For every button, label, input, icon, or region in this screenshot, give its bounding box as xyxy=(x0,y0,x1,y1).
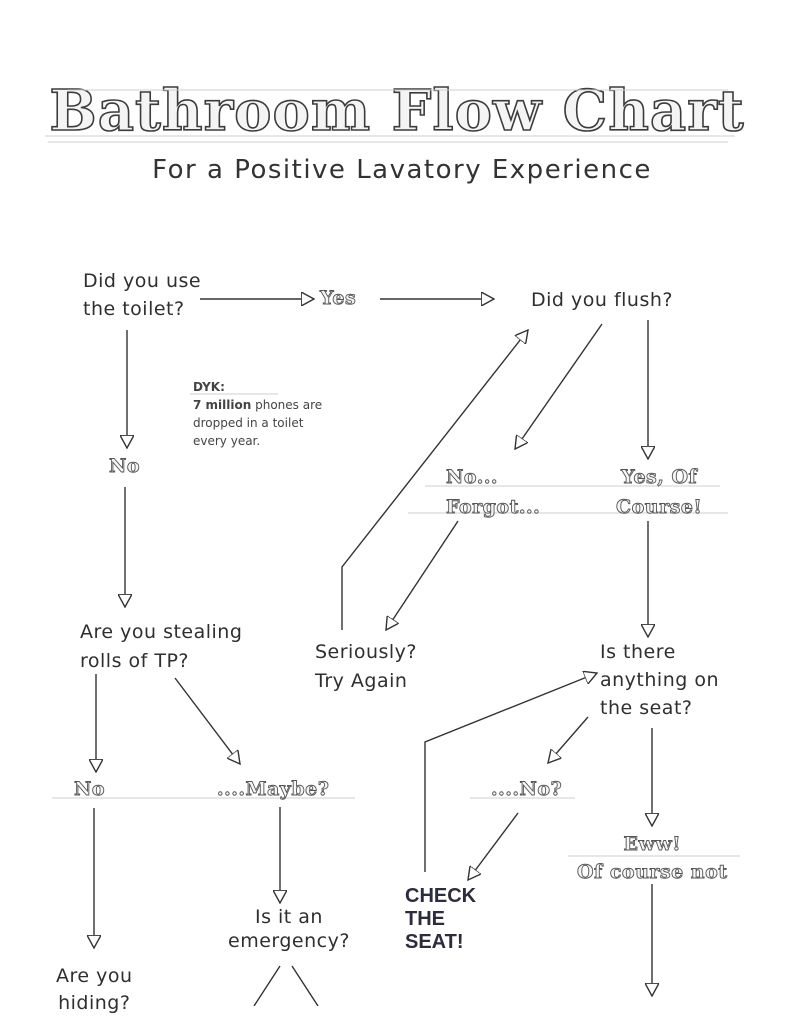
fact-highlight: 7 million xyxy=(193,398,252,412)
answer-no-1: No xyxy=(109,455,141,478)
arrow-to-maybe xyxy=(174,677,240,764)
arrow-to-check xyxy=(468,812,519,880)
arrow-to-no-q xyxy=(548,716,589,763)
arrow-check-to-seat xyxy=(424,673,597,872)
seriously-try-again: Seriously? Try Again xyxy=(315,641,418,692)
guide-lines xyxy=(45,89,740,857)
question-seat: Is there anything on the seat? xyxy=(600,641,720,719)
question-flush: Did you flush? xyxy=(531,289,673,311)
arrow-to-seriously xyxy=(386,520,459,630)
answer-no-question: ....No? xyxy=(491,778,563,801)
answer-eww: Eww! Of course not xyxy=(577,833,728,884)
arrow-back-to-flush xyxy=(341,330,528,630)
answer-no-forgot: No... Forgot... xyxy=(446,466,541,519)
answer-maybe: ....Maybe? xyxy=(217,778,330,801)
answer-yes: Yes xyxy=(320,287,357,310)
answer-yes-course: Yes, Of Course! xyxy=(616,466,703,519)
page-title: Bathroom Flow Chart xyxy=(49,77,745,145)
question-hiding: Are you hiding? xyxy=(56,965,133,1014)
question-emergency: Is it an emergency? xyxy=(228,906,350,952)
question-use-toilet: Did you use the toilet? xyxy=(83,270,202,320)
question-stealing: Are you stealing rolls of TP? xyxy=(80,621,243,672)
answer-no-2: No xyxy=(74,778,106,801)
fact-box: DYK: 7 million phones are dropped in a t… xyxy=(193,380,323,448)
arrow-to-no-forgot xyxy=(515,323,603,449)
page-subtitle: For a Positive Lavatory Experience xyxy=(152,155,652,185)
branch-line-right xyxy=(291,965,319,1006)
branch-line-left xyxy=(253,965,281,1006)
fact-heading: DYK: xyxy=(193,380,225,394)
check-the-seat: CHECK THE SEAT! xyxy=(405,885,477,953)
